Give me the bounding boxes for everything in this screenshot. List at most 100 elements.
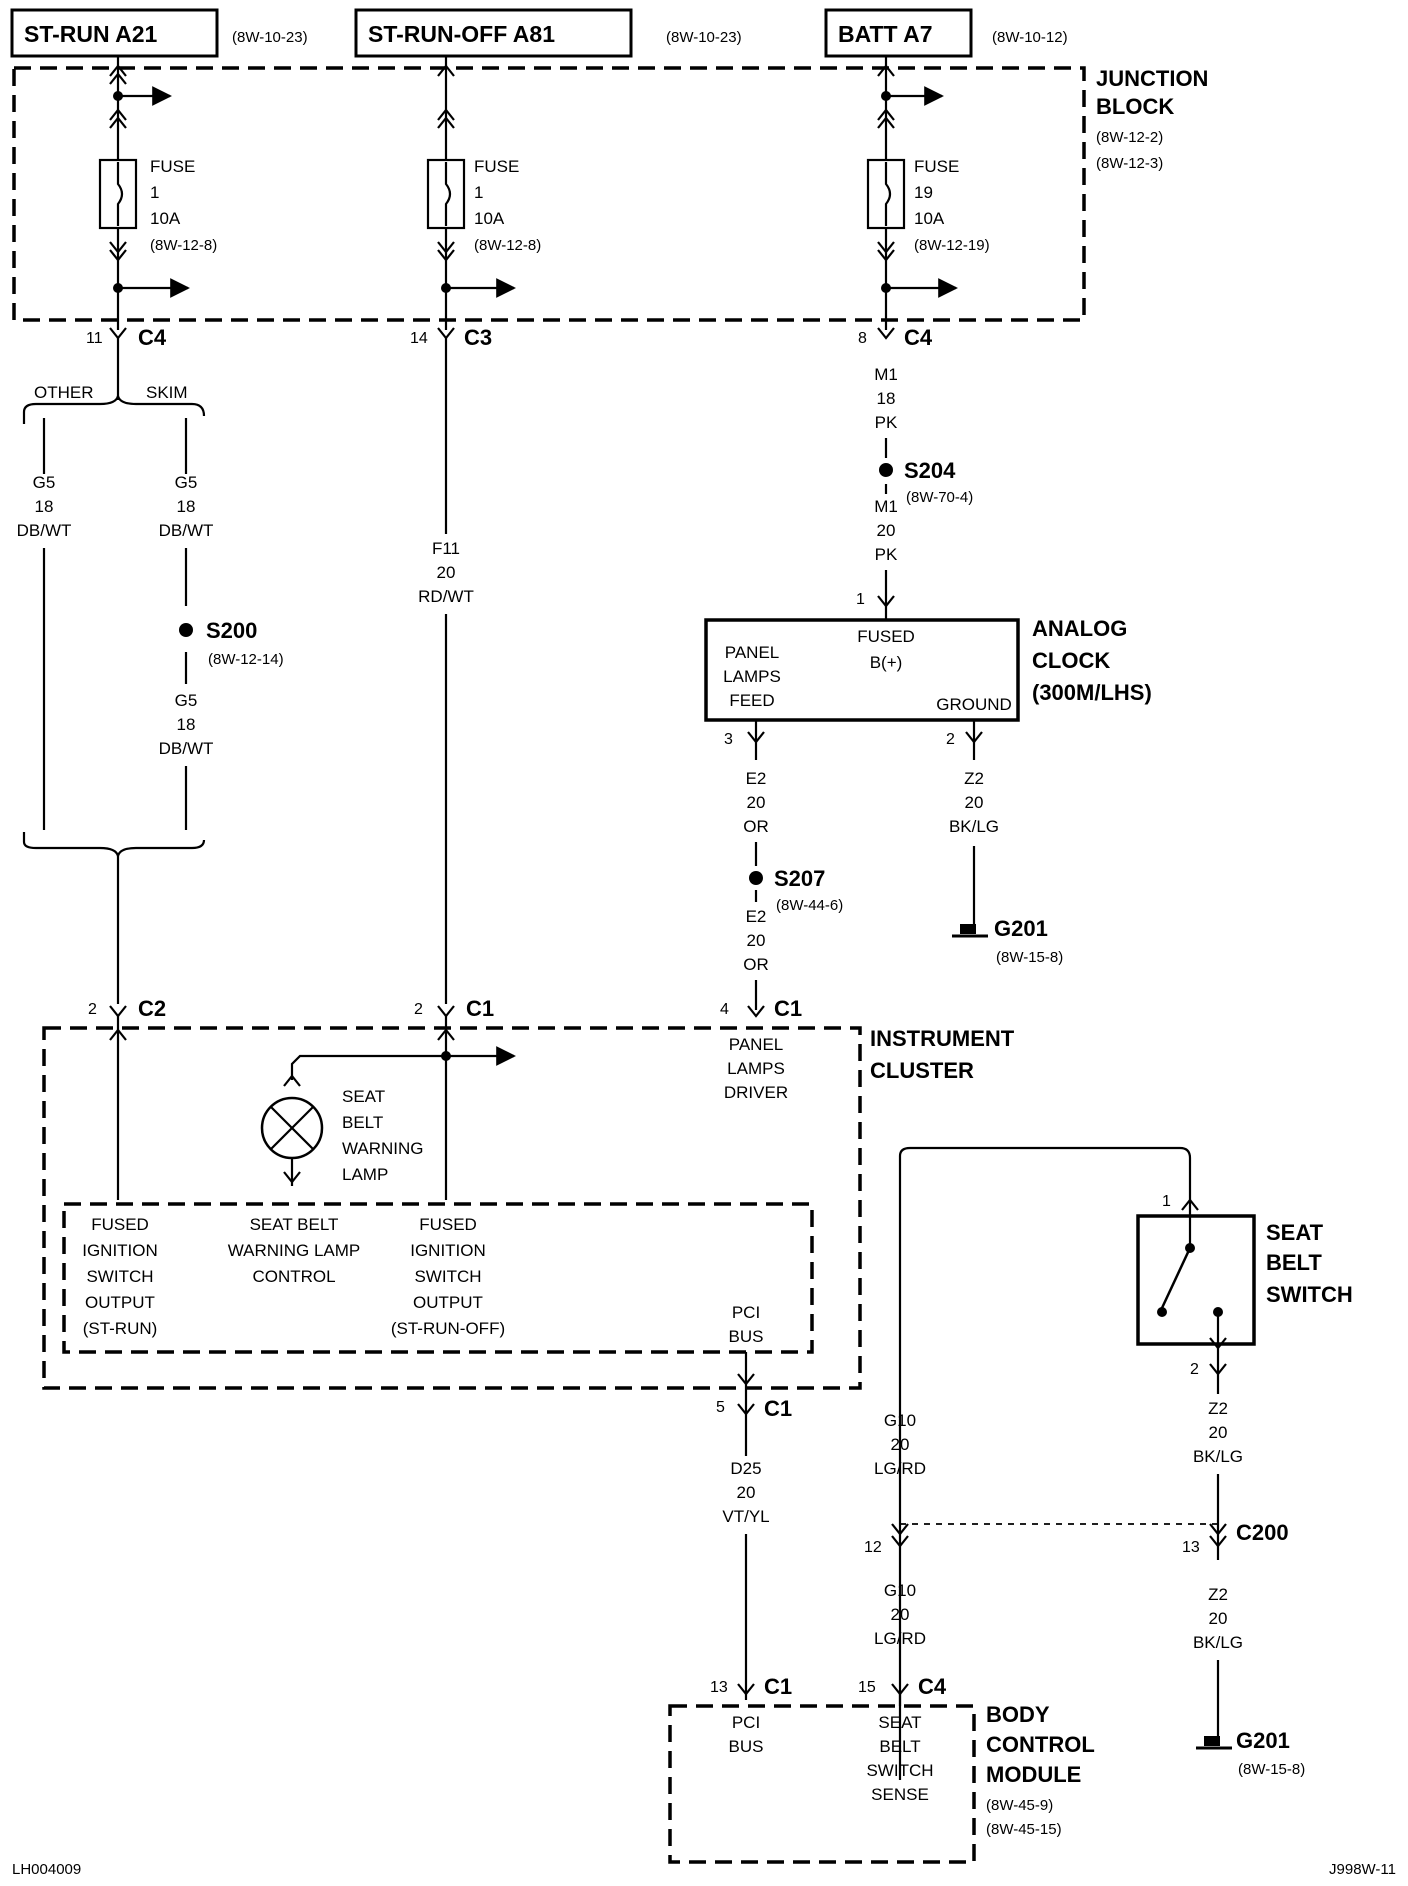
wire-z2-switch: Z2 20 BK/LG Z2 20 BK/LG — [1193, 1399, 1243, 1750]
svg-text:IGNITION: IGNITION — [410, 1241, 486, 1260]
svg-text:18: 18 — [877, 389, 896, 408]
svg-text:GROUND: GROUND — [936, 695, 1012, 714]
svg-text:(8W-45-15): (8W-45-15) — [986, 1821, 1062, 1838]
svg-text:SWITCH: SWITCH — [866, 1761, 933, 1780]
svg-text:18: 18 — [35, 497, 54, 516]
svg-text:BELT: BELT — [879, 1737, 920, 1756]
svg-text:PK: PK — [875, 413, 898, 432]
ground-g201-switch: G201 (8W-15-8) — [1236, 1728, 1305, 1778]
cluster-connector-c2: 2 C2 — [88, 996, 166, 1021]
jb-connector-2: 14 C3 — [410, 325, 492, 350]
svg-text:14: 14 — [410, 330, 428, 347]
svg-text:19: 19 — [914, 183, 933, 202]
cluster-internal-wiring — [109, 1016, 516, 1200]
svg-text:LAMP: LAMP — [342, 1165, 388, 1184]
svg-text:20: 20 — [1209, 1609, 1228, 1628]
header-st-run-off-ref: (8W-10-23) — [666, 29, 742, 46]
svg-text:13: 13 — [710, 1679, 728, 1696]
svg-text:BK/LG: BK/LG — [1193, 1633, 1243, 1652]
svg-text:20: 20 — [747, 793, 766, 812]
splice-s200: S200 (8W-12-14) — [206, 618, 284, 668]
svg-text:CONTROL: CONTROL — [986, 1732, 1095, 1757]
svg-text:LAMPS: LAMPS — [723, 667, 781, 686]
svg-text:OUTPUT: OUTPUT — [413, 1293, 483, 1312]
svg-text:20: 20 — [891, 1435, 910, 1454]
svg-text:LG/RD: LG/RD — [874, 1629, 926, 1648]
svg-text:C4: C4 — [918, 1674, 947, 1699]
svg-text:(8W-12-19): (8W-12-19) — [914, 237, 990, 254]
seat-belt-warning-lamp-label: SEAT BELT WARNING LAMP — [342, 1087, 424, 1184]
branch-other-label: OTHER — [34, 383, 94, 402]
svg-text:(8W-12-8): (8W-12-8) — [474, 237, 541, 254]
header-batt-ref: (8W-10-12) — [992, 29, 1068, 46]
svg-text:Z2: Z2 — [1208, 1585, 1228, 1604]
junction-block-ref-1: (8W-12-2) — [1096, 129, 1163, 146]
svg-text:G5: G5 — [175, 691, 198, 710]
svg-text:(ST-RUN-OFF): (ST-RUN-OFF) — [391, 1319, 505, 1338]
seat-belt-switch-box — [1136, 1214, 1256, 1346]
svg-text:20: 20 — [437, 563, 456, 582]
fuse-column-1 — [98, 56, 190, 330]
svg-text:M1: M1 — [874, 365, 898, 384]
svg-text:2: 2 — [946, 731, 955, 748]
svg-text:15: 15 — [858, 1679, 876, 1696]
svg-text:BELT: BELT — [1266, 1250, 1322, 1275]
svg-text:20: 20 — [737, 1483, 756, 1502]
svg-text:PCI: PCI — [732, 1713, 760, 1732]
svg-text:Z2: Z2 — [964, 769, 984, 788]
svg-text:BELT: BELT — [342, 1113, 383, 1132]
svg-text:20: 20 — [877, 521, 896, 540]
svg-text:18: 18 — [177, 715, 196, 734]
svg-text:G5: G5 — [33, 473, 56, 492]
instrument-cluster-outline — [42, 1026, 862, 1390]
svg-text:OR: OR — [743, 955, 769, 974]
svg-text:SEAT: SEAT — [1266, 1220, 1324, 1245]
svg-text:FUSED: FUSED — [857, 627, 915, 646]
svg-text:11: 11 — [86, 330, 103, 347]
svg-text:(8W-15-8): (8W-15-8) — [996, 949, 1063, 966]
svg-text:OUTPUT: OUTPUT — [85, 1293, 155, 1312]
fuse-column-3 — [866, 56, 958, 330]
svg-text:BK/LG: BK/LG — [949, 817, 999, 836]
branch-skim-label: SKIM — [146, 383, 188, 402]
svg-text:4: 4 — [720, 1001, 729, 1018]
panel-lamps-driver-2: LAMPS — [727, 1059, 785, 1078]
svg-text:20: 20 — [965, 793, 984, 812]
svg-text:WARNING: WARNING — [342, 1139, 424, 1158]
svg-text:C4: C4 — [138, 325, 167, 350]
fuse-column-2 — [426, 56, 516, 330]
header-st-run: ST-RUN A21 (8W-10-23) — [10, 8, 308, 58]
svg-text:PCI: PCI — [732, 1303, 760, 1322]
svg-text:2: 2 — [88, 1001, 97, 1018]
svg-text:10A: 10A — [474, 209, 505, 228]
fuse-label-1: FUSE 1 10A (8W-12-8) — [150, 157, 217, 254]
svg-text:13: 13 — [1182, 1539, 1200, 1556]
svg-text:S207: S207 — [774, 866, 825, 891]
svg-text:3: 3 — [724, 731, 733, 748]
svg-text:BUS: BUS — [729, 1737, 764, 1756]
bcm-title: BODY CONTROL MODULE (8W-45-9) (8W-45-15) — [986, 1702, 1095, 1838]
svg-text:1: 1 — [150, 183, 159, 202]
svg-text:FUSE: FUSE — [914, 157, 959, 176]
svg-text:20: 20 — [1209, 1423, 1228, 1442]
svg-text:SWITCH: SWITCH — [1266, 1282, 1353, 1307]
svg-text:C2: C2 — [138, 996, 166, 1021]
svg-text:1: 1 — [856, 591, 865, 608]
svg-text:G5: G5 — [175, 473, 198, 492]
svg-text:SENSE: SENSE — [871, 1785, 929, 1804]
svg-text:FUSE: FUSE — [474, 157, 519, 176]
svg-text:2: 2 — [1190, 1361, 1199, 1378]
svg-text:G201: G201 — [1236, 1728, 1290, 1753]
merge-to-c2 — [22, 832, 206, 1004]
bcm-connectors: 13 C1 15 C4 — [710, 1674, 947, 1706]
svg-text:10A: 10A — [914, 209, 945, 228]
svg-text:SWITCH: SWITCH — [414, 1267, 481, 1286]
footer-right: J998W-11 — [1329, 1861, 1396, 1878]
svg-text:FUSED: FUSED — [419, 1215, 477, 1234]
wire-f11: F11 20 RD/WT — [418, 338, 474, 1004]
svg-text:G10: G10 — [884, 1411, 916, 1430]
svg-text:8: 8 — [858, 330, 867, 347]
svg-text:E2: E2 — [746, 907, 767, 926]
ground-g201-clock: G201 (8W-15-8) — [994, 916, 1063, 966]
